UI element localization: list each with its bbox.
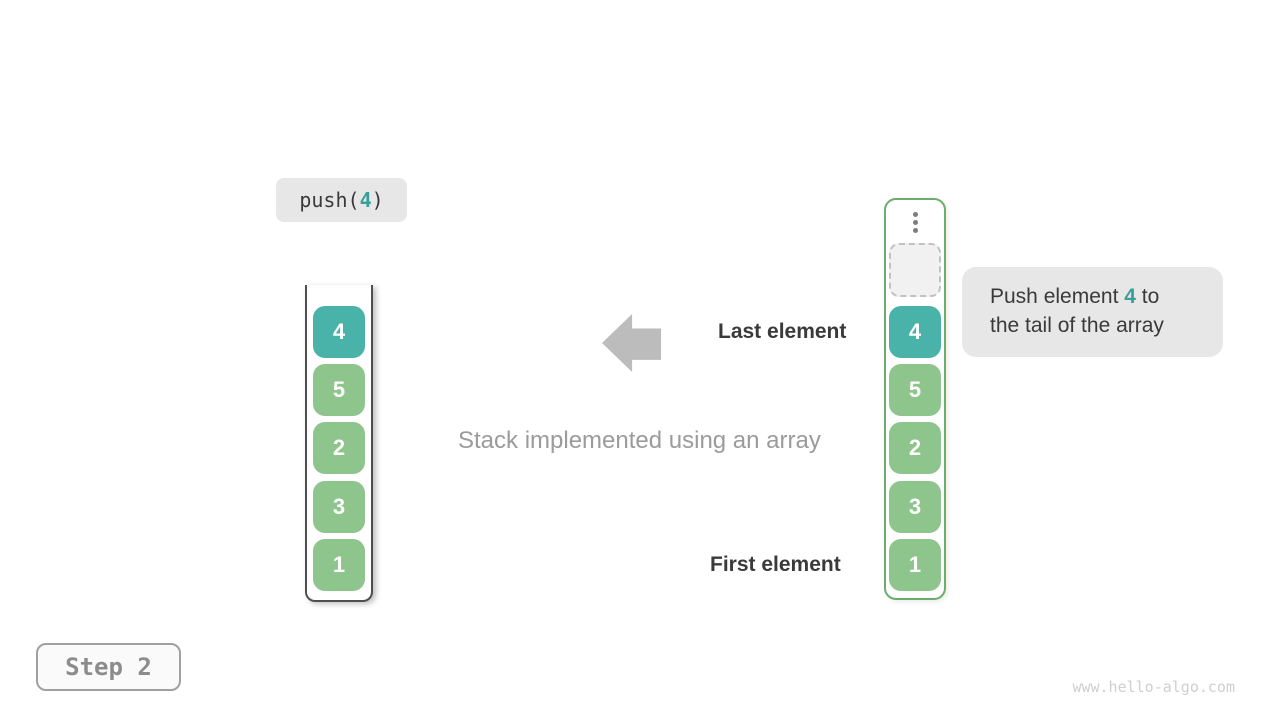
dot <box>912 212 918 217</box>
stack-cell: 4 <box>313 306 365 358</box>
array-cell: 4 <box>889 306 941 358</box>
caption: Stack implemented using an array <box>458 427 821 454</box>
callout-value: 4 <box>1124 285 1136 308</box>
ellipsis-icon <box>886 212 944 233</box>
operation-label: push(4) <box>276 178 407 222</box>
operation-arg: 4 <box>359 188 372 212</box>
operation-suffix: ) <box>371 188 384 212</box>
last-element-label: Last element <box>718 320 847 343</box>
callout: Push element 4 to the tail of the array <box>962 267 1223 357</box>
step-badge: Step 2 <box>36 643 181 691</box>
array-cell: 1 <box>889 539 941 591</box>
stack-cell: 2 <box>313 422 365 474</box>
stack-cell: 3 <box>313 481 365 533</box>
dot <box>912 220 918 225</box>
first-element-label: First element <box>710 553 841 576</box>
callout-text: the tail of the array <box>990 314 1164 337</box>
step-label: Step 2 <box>65 653 152 681</box>
left-arrow-icon <box>602 314 661 372</box>
stack-container: 4 5 2 3 1 <box>305 285 373 602</box>
array-cell: 3 <box>889 481 941 533</box>
stack-cell: 5 <box>313 364 365 416</box>
operation-prefix: push( <box>299 188 360 212</box>
callout-text: to <box>1135 285 1160 308</box>
stack-cell: 1 <box>313 539 365 591</box>
callout-text: Push element <box>990 285 1125 308</box>
array-cell: 5 <box>889 364 941 416</box>
dot <box>912 228 918 233</box>
placeholder-slot <box>889 243 941 297</box>
array-cell: 2 <box>889 422 941 474</box>
array-container: 4 5 2 3 1 <box>884 198 946 600</box>
watermark: www.hello-algo.com <box>1072 678 1235 696</box>
